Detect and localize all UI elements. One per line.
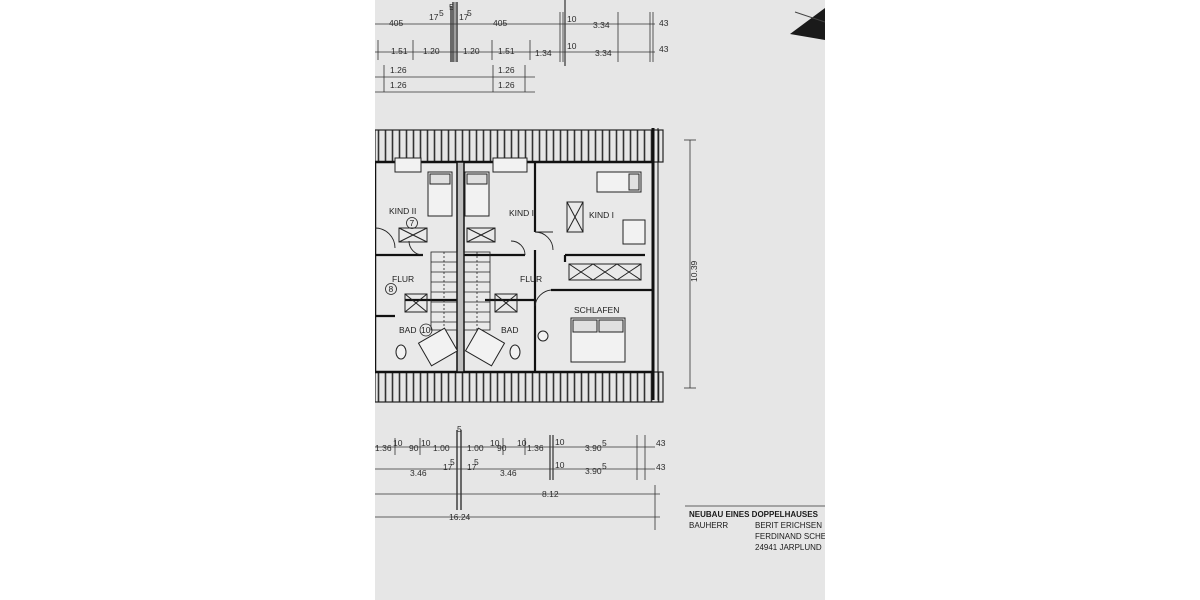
room-flur-left: FLUR: [392, 274, 414, 284]
dim-top-6: 5: [467, 8, 472, 18]
dim-bottom-row2-10: 43: [656, 462, 666, 472]
room-kind1: KIND I: [589, 210, 614, 220]
room-number-8: 8: [389, 284, 394, 294]
dim-top-row2-6: 10: [567, 41, 577, 51]
room-kind2-right: KIND II: [509, 208, 536, 218]
dim-top-row2-2: 1.20: [423, 46, 440, 56]
dim-top-8: 10: [567, 14, 577, 24]
room-number-10: 10: [421, 325, 431, 335]
title-block: NEUBAU EINES DOPPELHAUSES BAUHERR BERIT …: [685, 505, 825, 552]
dim-bottom-row2-9: 5: [602, 461, 607, 471]
room-bad-right: BAD: [501, 325, 518, 335]
desk-kind1: [622, 219, 646, 245]
bottom-dimension-lines: [375, 430, 660, 530]
title-block-heading: NEUBAU EINES DOPPELHAUSES: [689, 510, 819, 519]
bathtub-left: [417, 327, 459, 367]
title-block-client-line2: FERDINAND SCHE: [755, 532, 825, 541]
dim-bottom-row2-2: 17: [443, 462, 453, 472]
dim-bottom-10: 10: [517, 438, 527, 448]
dim-top-3: 5: [439, 8, 444, 18]
dim-top-5: 17: [459, 12, 469, 22]
desk-right: [492, 157, 528, 173]
dim-height-side: 10.39: [689, 260, 699, 282]
dim-bottom-9: 90: [497, 443, 507, 453]
dim-bottom-row3: 8.12: [542, 489, 559, 499]
title-block-client-line1: BERIT ERICHSEN: [755, 521, 822, 530]
dim-top-row2-5: 1.34: [535, 48, 552, 58]
title-block-client-label: BAUHERR: [689, 521, 728, 530]
dim-top-row2-7: 3.34: [595, 48, 612, 58]
roof-hatch-top: [375, 129, 664, 163]
top-dimension-labels: 405 17 5 5 17 5 405 10 3.34 43 1.51 1.20…: [389, 2, 669, 90]
dim-top-7: 405: [493, 18, 507, 28]
dim-bottom-8: 10: [490, 438, 500, 448]
dim-top-row2-3: 1.20: [463, 46, 480, 56]
bathtub-right: [464, 327, 506, 367]
dim-bottom-row2-6: 3.46: [500, 468, 517, 478]
top-dimension-lines: [375, 0, 655, 93]
title-block-client-line3: 24941 JARPLUND: [755, 543, 822, 552]
dim-bottom-row2-3: 5: [450, 457, 455, 467]
dim-bottom-row2-4: 17: [467, 462, 477, 472]
dim-top-row2-1: 1.51: [391, 46, 408, 56]
dim-bottom-3: 90: [409, 443, 419, 453]
room-flur-right: FLUR: [520, 274, 542, 284]
room-bad-left: BAD: [399, 325, 416, 335]
dim-bottom-7: 1.00: [467, 443, 484, 453]
dim-bottom-row4: 16.24: [449, 512, 471, 522]
dim-bottom-row2-8: 3.90: [585, 466, 602, 476]
dim-top-10: 43: [659, 18, 669, 28]
floor-plan-drawing: 405 17 5 5 17 5 405 10 3.34 43 1.51 1.20…: [375, 0, 825, 552]
room-kind2-left: KIND II: [389, 206, 416, 216]
corner-mark: [790, 8, 825, 40]
dim-bottom-2: 10: [393, 438, 403, 448]
wardrobes: [398, 201, 642, 313]
dim-top-1: 405: [389, 18, 403, 28]
dim-top-4: 5: [449, 2, 454, 12]
dim-bottom-11: 1.36: [527, 443, 544, 453]
bottom-dimension-labels: 1.36 10 90 10 1.00 5 1.00 10 90 10 1.36 …: [375, 424, 666, 522]
dim-bottom-1: 1.36: [375, 443, 392, 453]
toilet-left: [395, 344, 407, 360]
dim-bottom-12: 10: [555, 437, 565, 447]
dim-bottom-row2-1: 3.46: [410, 468, 427, 478]
room-schlafen: SCHLAFEN: [574, 305, 619, 315]
dim-top-2: 17: [429, 12, 439, 22]
dim-small-4: 1.26: [498, 80, 515, 90]
dim-top-row2-8: 43: [659, 44, 669, 54]
dim-top-row2-4: 1.51: [498, 46, 515, 56]
desk-left: [394, 157, 422, 173]
dim-bottom-row2-5: 5: [474, 457, 479, 467]
dim-bottom-14: 5: [602, 438, 607, 448]
dim-top-9: 3.34: [593, 20, 610, 30]
dim-bottom-13: 3.90: [585, 443, 602, 453]
dim-small-1: 1.26: [390, 65, 407, 75]
party-wall: [456, 161, 465, 373]
roof-hatch-bottom: [375, 371, 664, 403]
room-number-7: 7: [410, 218, 415, 228]
dim-bottom-row2-7: 10: [555, 460, 565, 470]
dim-small-3: 1.26: [498, 65, 515, 75]
dim-small-2: 1.26: [390, 80, 407, 90]
floor-plan-sheet: 405 17 5 5 17 5 405 10 3.34 43 1.51 1.20…: [375, 0, 825, 600]
dim-bottom-15: 43: [656, 438, 666, 448]
dim-bottom-4: 10: [421, 438, 431, 448]
dim-bottom-5: 1.00: [433, 443, 450, 453]
dim-bottom-6: 5: [457, 424, 462, 434]
floor-plan: KIND II 7 KIND II KIND I FLUR 8 FLUR BAD…: [375, 128, 664, 403]
toilet-right: [509, 344, 521, 360]
side-dimension: [684, 139, 696, 389]
